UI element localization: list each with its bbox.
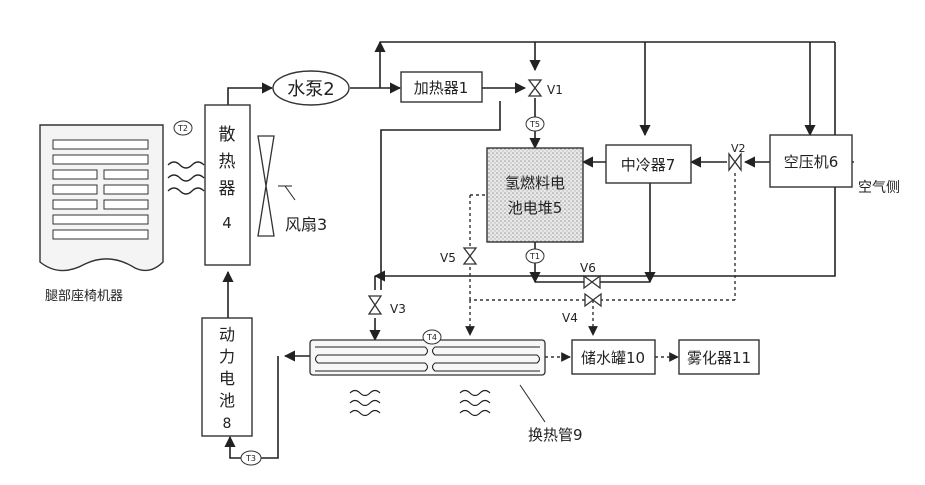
machine-icon	[40, 125, 163, 271]
air-side-label: 空气侧	[858, 180, 900, 196]
valve-v4: V4	[562, 294, 601, 325]
radiator-label-4: 4	[222, 214, 232, 232]
svg-text:T2: T2	[177, 124, 188, 133]
battery-label-4: 池	[219, 391, 235, 410]
valve-v4-label: V4	[562, 311, 578, 325]
battery-label-5: 8	[223, 416, 232, 432]
heater-label: 加热器1	[414, 79, 469, 97]
radiator: 散 热 器 4	[205, 105, 250, 265]
battery-label-2: 力	[219, 347, 235, 366]
heat-exchanger	[310, 340, 545, 375]
valve-v1-label: V1	[547, 83, 563, 97]
water-tank: 储水罐10	[572, 340, 655, 374]
valve-v3-label: V3	[390, 302, 406, 316]
sensor-t2: T2	[174, 121, 192, 135]
heater: 加热器1	[401, 72, 482, 102]
radiator-label-1: 散	[219, 125, 236, 145]
power-battery: 动 力 电 池 8	[202, 318, 252, 436]
radiator-label-3: 器	[219, 179, 236, 199]
atomizer-label: 雾化器11	[687, 349, 751, 367]
valve-v3: V3	[369, 296, 406, 316]
battery-label-1: 动	[219, 325, 235, 344]
valve-v5: V5	[440, 248, 476, 265]
radiator-label-2: 热	[219, 152, 236, 172]
water-pump: 水泵2	[273, 71, 349, 105]
heat-wave-icon	[168, 162, 204, 194]
intercooler: 中冷器7	[606, 145, 691, 183]
svg-text:T5: T5	[529, 120, 540, 129]
valve-v1: V1	[529, 80, 563, 97]
battery-label-3: 电	[219, 369, 235, 388]
machine-label: 腿部座椅机器	[45, 289, 123, 304]
valve-v2-label: V2	[731, 142, 746, 155]
compressor: 空压机6	[770, 135, 852, 187]
valve-v2: V2	[729, 142, 746, 170]
heat-exchanger-label: 换热管9	[528, 426, 583, 444]
sensor-t1: T1	[526, 249, 544, 263]
valve-v6-label: V6	[580, 261, 596, 275]
sensor-t3: T3	[241, 451, 261, 465]
valve-v6: V6	[580, 261, 600, 288]
svg-text:T3: T3	[245, 454, 256, 463]
svg-text:T1: T1	[529, 252, 540, 261]
heat-wave-icon	[350, 391, 490, 416]
fuel-cell-label-2: 池电堆5	[508, 199, 563, 217]
fuel-cell-label-1: 氢燃料电	[505, 174, 565, 192]
sensor-t5: T5	[526, 117, 544, 131]
water-tank-label: 储水罐10	[581, 349, 645, 367]
fan-label: 风扇3	[285, 215, 327, 234]
atomizer: 雾化器11	[679, 340, 759, 374]
compressor-label: 空压机6	[784, 153, 839, 171]
water-pump-label: 水泵2	[287, 79, 334, 100]
svg-text:T4: T4	[426, 333, 437, 342]
sensor-t4: T4	[423, 330, 441, 344]
intercooler-label: 中冷器7	[621, 156, 676, 174]
fuel-cell-stack: 氢燃料电 池电堆5	[487, 148, 583, 242]
valve-v5-label: V5	[440, 251, 456, 265]
